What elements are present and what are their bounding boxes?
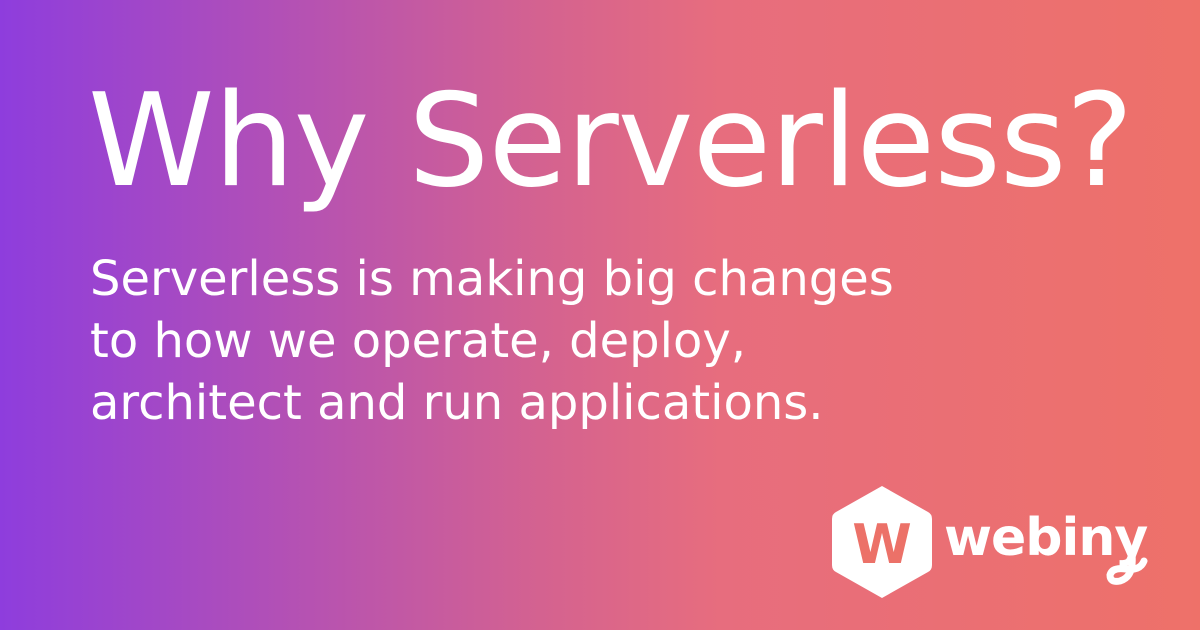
brand-wordmark: webiny	[944, 508, 1148, 585]
brand-name: webiny	[944, 508, 1147, 568]
description-line-3: architect and run applications.	[90, 375, 824, 431]
description: Serverless is making big changes to how …	[90, 248, 1090, 434]
logo-mark-letter: W	[852, 513, 912, 576]
hexagon-w-icon: W	[832, 486, 932, 598]
description-line-1: Serverless is making big changes	[90, 251, 894, 307]
description-line-2: to how we operate, deploy,	[90, 313, 747, 369]
webiny-logo[interactable]: W webiny	[830, 482, 1170, 602]
page-title: Why Serverless?	[88, 67, 1133, 216]
